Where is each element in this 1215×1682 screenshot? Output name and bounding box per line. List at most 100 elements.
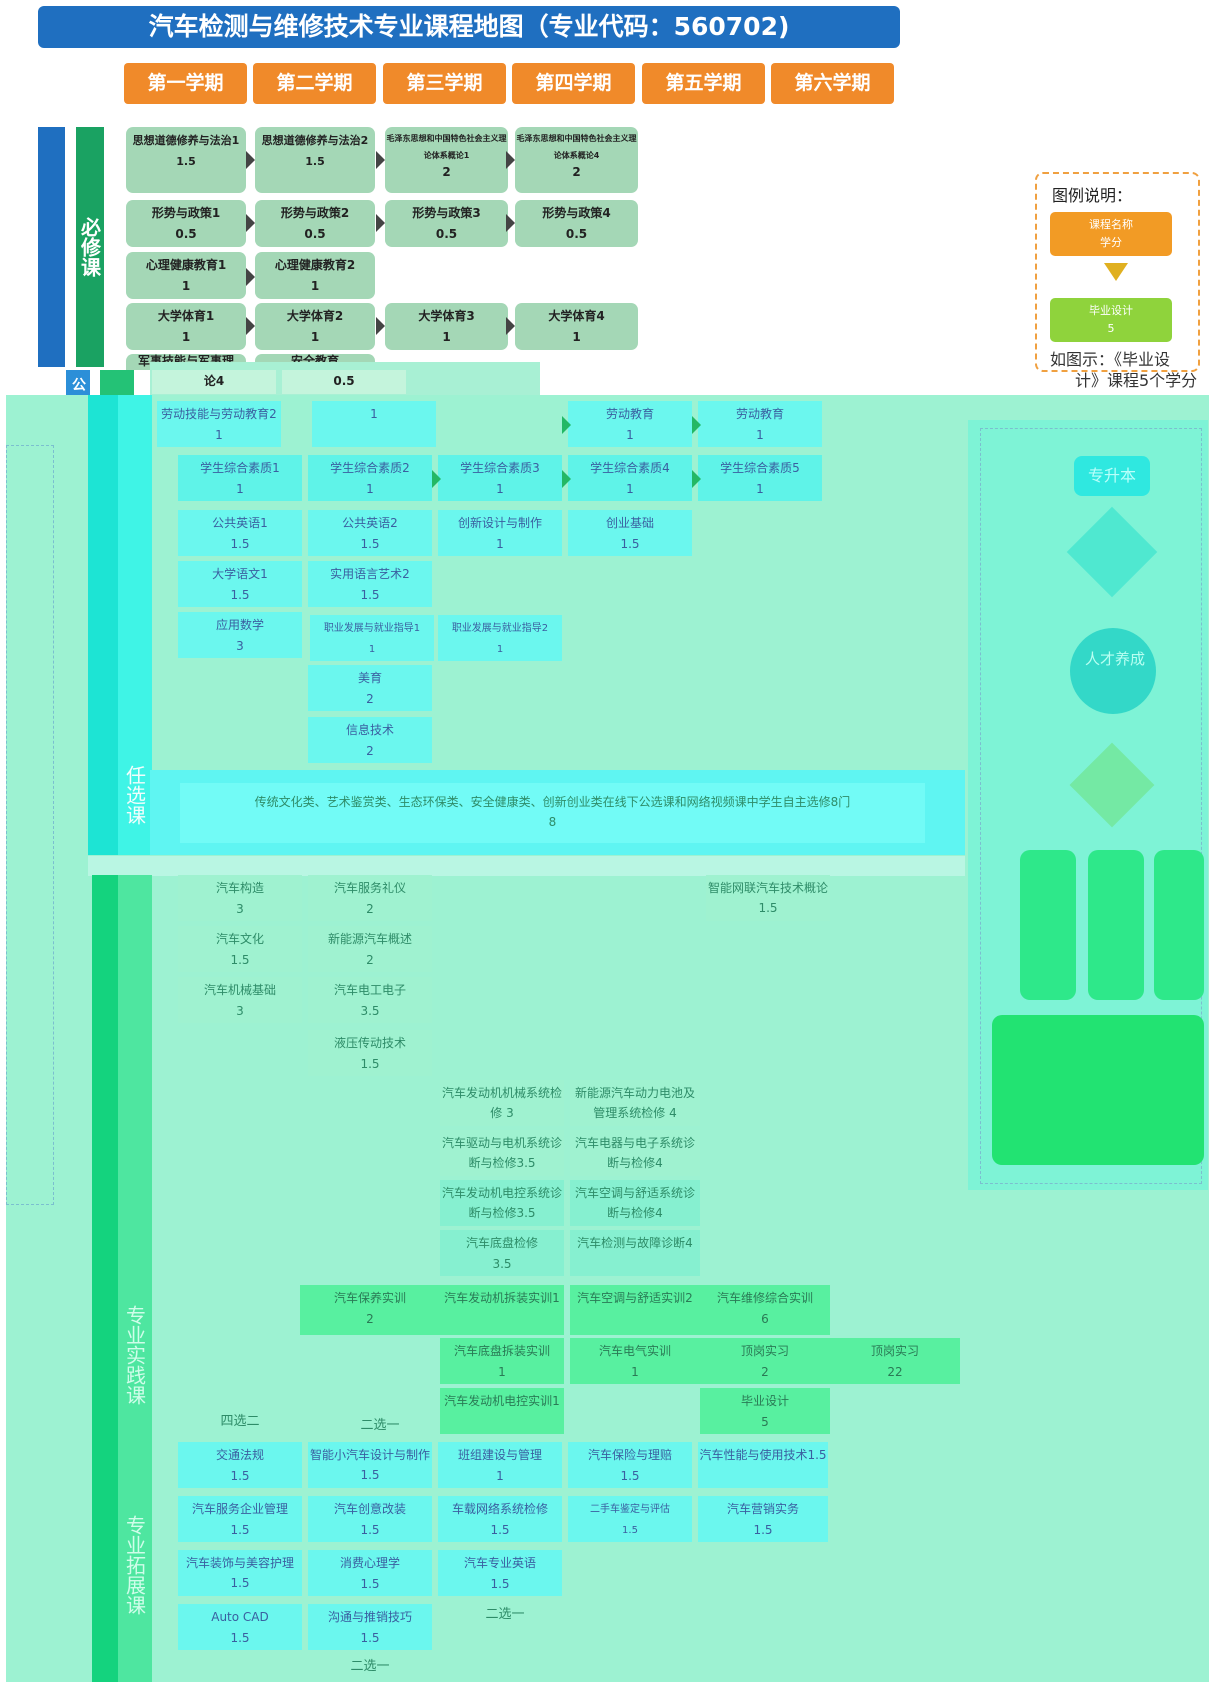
semester-header-4: 第四学期 [512,63,635,104]
left-frame [6,445,54,1205]
course-box: 新能源汽车动力电池及管理系统检修 4 [570,1080,700,1126]
arrow-icon [432,470,441,488]
legend-course-name: 课程名称 [1089,218,1133,231]
arrow-icon [692,416,701,434]
choice-note: 二选一 [350,1659,390,1674]
course-box: 汽车发动机电控实训1 [440,1388,564,1434]
legend-title: 图例说明： [1052,186,1133,205]
legend-grad-name: 毕业设计 [1089,304,1133,317]
category-elective: 任选课 [122,765,147,825]
arrow-icon [692,470,701,488]
course-box: 智能网联汽车技术概论 1.5 [706,875,830,921]
course-box: 汽车性能与使用技术1.5 [698,1442,828,1488]
arrow-icon [246,268,255,286]
goal-circle [1070,628,1156,714]
legend-course-sample: 课程名称学分 [1050,212,1172,256]
course-box: 汽车驱动与电机系统诊断与检修3.5 [440,1130,564,1176]
semester-header-2: 第二学期 [253,63,376,104]
arrow-icon [506,151,515,169]
arrow-icon [246,214,255,232]
outcome-box [992,1015,1204,1165]
career-card [1088,850,1144,1000]
course-box: 0.5 [282,370,406,394]
course-box: 1 [312,401,436,447]
elective-description: 传统文化类、艺术鉴赏类、生态环保类、安全健康类、创新创业类在线下公选课和网络视频… [254,795,851,809]
course-box: 汽车发动机拆装实训1 [440,1285,564,1335]
category-required: 必修课 [76,127,104,367]
semester-header-6: 第六学期 [771,63,894,104]
course-box: 智能小汽车设计与制作1.5 [308,1442,432,1488]
choice-note: 四选二 [220,1414,260,1429]
course-box: 汽车空调与舒适系统诊断与检修4 [570,1180,700,1226]
semester-header-1: 第一学期 [124,63,247,104]
category-public-label: 公 [66,370,90,398]
legend-grad-sample: 毕业设计 5 [1050,298,1172,342]
course-box: 汽车发动机机械系统检修 3 [440,1080,564,1126]
page-title: 汽车检测与维修技术专业课程地图（专业代码：560702) [38,6,900,48]
course-box: 汽车装饰与美容护理1.5 [178,1550,302,1596]
course-box: 汽车电器与电子系统诊断与检修4 [570,1130,700,1176]
category-expand: 专业拓展课 [122,1515,147,1615]
choice-note: 二选一 [485,1607,525,1622]
category-bar-public-base-sub [118,395,152,855]
semester-header-5: 第五学期 [642,63,765,104]
career-card [1154,850,1204,1000]
course-box: 汽车发动机电控系统诊断与检修3.5 [440,1180,564,1226]
course-box: 汽车空调与舒适实训2 [570,1285,700,1335]
category-bar-major-sub [118,875,152,1682]
legend-grad-credit: 5 [1107,322,1115,335]
arrow-icon [376,214,385,232]
course-box: 论4 [152,370,276,394]
category-bar-public-sub [100,370,134,398]
legend-course-credit: 学分 [1100,236,1122,249]
